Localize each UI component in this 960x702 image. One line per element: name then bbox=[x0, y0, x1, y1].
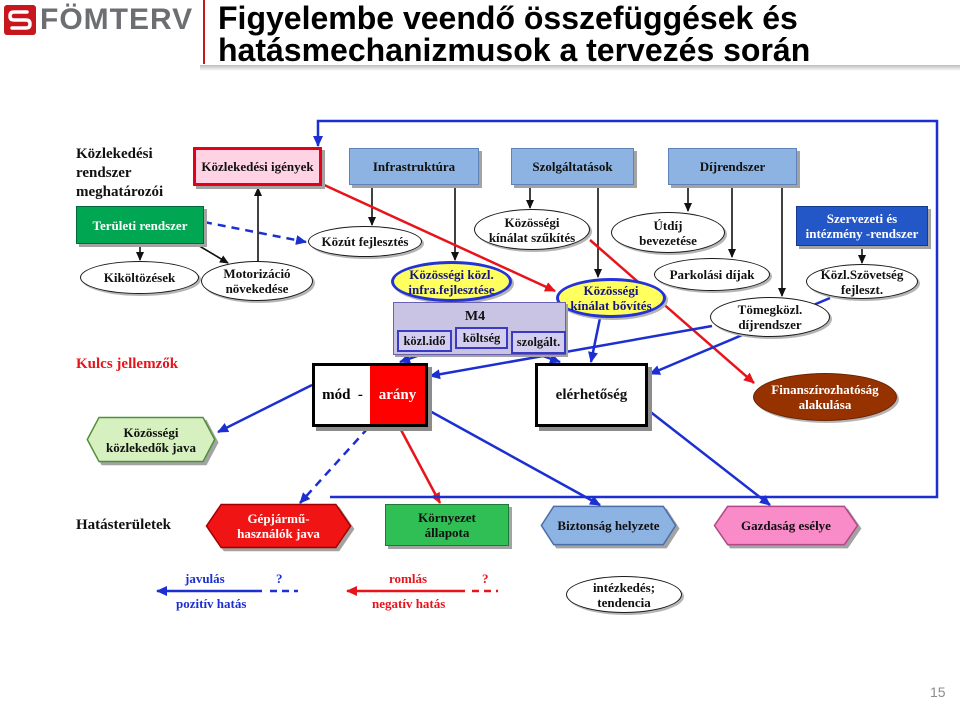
m4-travel-time-box: közl.idő bbox=[397, 330, 452, 352]
modal-split-left-label: mód - bbox=[315, 366, 370, 424]
pt-association-ellipse: Közl.Szövetség fejleszt. bbox=[806, 264, 918, 299]
modal-split-box: mód - arány bbox=[312, 363, 428, 427]
hexagon-shape bbox=[540, 506, 677, 545]
economy-hexagon: Gazdaság esélye bbox=[713, 506, 859, 545]
accessibility-box: elérhetőség bbox=[535, 363, 648, 427]
pt-fare-system-ellipse: Tömegközl. díjrendszer bbox=[710, 297, 830, 337]
arrow-m4-service-to-accessibility bbox=[539, 353, 561, 364]
pricing-box: Díjrendszer bbox=[668, 148, 797, 185]
economy-label: Gazdaság esélye bbox=[741, 518, 831, 533]
legend-improvement-question: ? bbox=[276, 571, 283, 586]
arrow-service-expansion-to-accessibility bbox=[588, 317, 602, 363]
arrow-pt-fares-to-modal-split bbox=[429, 324, 713, 380]
motorization-ellipse: Motorizáció növekedése bbox=[201, 261, 313, 301]
key-features-row-label: Kulcs jellemzők bbox=[76, 356, 179, 372]
parking-fees-ellipse: Parkolási díjak bbox=[654, 258, 770, 291]
land-use-box: Területi rendszer bbox=[76, 206, 204, 244]
header-divider bbox=[203, 0, 205, 64]
safety-label: Biztonság helyzete bbox=[557, 518, 660, 533]
financing-ellipse: Finanszírozhatóság alakulása bbox=[753, 373, 897, 421]
slide-title-line-2: hatásmechanizmusok a tervezés során bbox=[218, 32, 811, 68]
arrow-demand-to-service-expansion bbox=[321, 182, 556, 293]
arrow-modal-split-to-car-users bbox=[299, 427, 369, 504]
car-users-benefit-label: Gépjármű- használók java bbox=[237, 511, 320, 541]
fomterv-logo-icon bbox=[4, 5, 36, 35]
determinants-row-label: Közlekedési rendszer meghatározói bbox=[76, 146, 164, 200]
arrow-modal-split-to-pt-users bbox=[217, 383, 313, 434]
arrow-m4-time-to-modal-split bbox=[399, 353, 421, 364]
hexagon-shape bbox=[713, 506, 859, 545]
hexagon-shape bbox=[86, 417, 216, 462]
arrow-accessibility-to-economy bbox=[647, 409, 771, 506]
transport-demand-box: Közlekedési igények bbox=[193, 147, 322, 186]
legend-positive-effect-label: pozitív hatás bbox=[176, 596, 247, 611]
m4-label: M4 bbox=[464, 309, 486, 324]
modal-split-right-label: arány bbox=[370, 366, 425, 424]
legend-improvement-label: javulás bbox=[185, 571, 225, 586]
car-users-benefit-hexagon: Gépjármű- használók java bbox=[205, 504, 352, 548]
slide-title-line-1: Figyelembe veendő összefüggések és bbox=[218, 0, 798, 36]
red-arrows bbox=[321, 182, 755, 504]
hexagon-shape bbox=[205, 504, 352, 548]
page-number: 15 bbox=[930, 684, 946, 700]
arrow-land-use-to-road-development bbox=[203, 220, 307, 245]
suburbanization-ellipse: Kiköltözések bbox=[80, 261, 199, 294]
black-arrows bbox=[136, 185, 866, 297]
infrastructure-box: Infrastruktúra bbox=[349, 148, 479, 185]
service-reduction-ellipse: Közösségi kínálat szűkítés bbox=[474, 209, 590, 250]
road-development-ellipse: Közút fejlesztés bbox=[308, 226, 422, 257]
feedback-loop-arrow bbox=[313, 119, 939, 499]
services-box: Szolgáltatások bbox=[511, 148, 634, 185]
legend-negative-effect-label: negatív hatás bbox=[372, 596, 446, 611]
service-expansion-ellipse: Közösségi kínálat bővítés bbox=[556, 278, 666, 318]
impact-areas-row-label: Hatásterületek bbox=[76, 517, 171, 533]
legend-measure-trend-ellipse: intézkedés; tendencia bbox=[566, 576, 682, 613]
arrow-land-use-to-motorization bbox=[195, 243, 229, 264]
arrow-modal-split-to-safety bbox=[427, 408, 601, 507]
m4-cost-box: költség bbox=[455, 327, 508, 349]
arrow-modal-split-to-environment bbox=[398, 427, 442, 504]
title-underline-shadow bbox=[200, 65, 960, 71]
pt-infra-development-ellipse: Közösségi közl. infra.fejlesztése bbox=[391, 261, 512, 302]
environment-box: Környezet állapota bbox=[385, 504, 509, 546]
institutions-box: Szervezeti és intézmény -rendszer bbox=[796, 206, 928, 246]
pt-users-benefit-label: Közösségi közlekedők java bbox=[106, 424, 196, 455]
m4-metro-box: M4 közl.idő költség szolgált. bbox=[393, 302, 566, 355]
toll-introduction-ellipse: Útdíj bevezetése bbox=[611, 212, 725, 253]
slide-title: Figyelembe veendő összefüggések és hatás… bbox=[218, 2, 810, 66]
arrow-service-reduction-to-financing bbox=[589, 239, 755, 384]
legend-deterioration-question: ? bbox=[482, 571, 489, 586]
pt-users-benefit-hexagon: Közösségi közlekedők java bbox=[86, 417, 216, 462]
m4-service-box: szolgált. bbox=[511, 331, 566, 354]
safety-hexagon: Biztonság helyzete bbox=[540, 506, 677, 545]
logo-text: FÖMTERV bbox=[40, 3, 194, 36]
legend-deterioration-label: romlás bbox=[389, 571, 428, 586]
